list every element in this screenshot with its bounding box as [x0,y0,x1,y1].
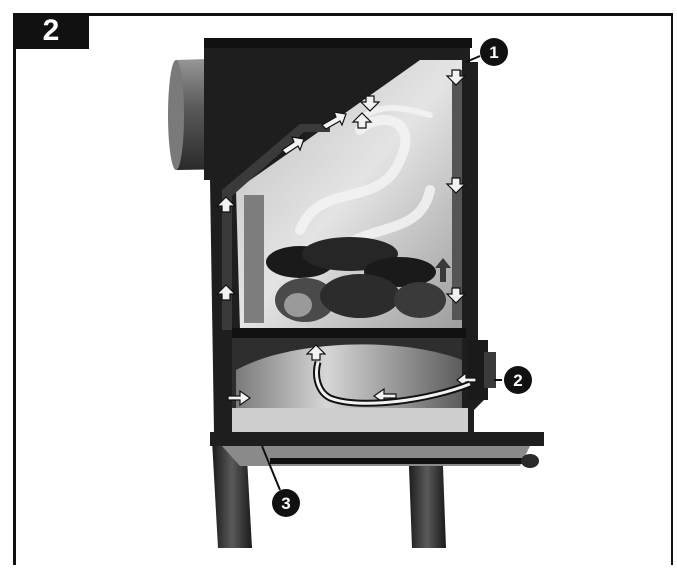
callout-3: 3 [272,489,300,517]
callout-1-label: 1 [489,43,498,62]
primary-air-control [468,340,496,400]
airflow-arrows [215,69,477,407]
stove-legs [212,440,446,548]
callout-leaders [261,55,502,491]
callout-2: 2 [504,366,532,394]
figure-number-badge: 2 [13,13,89,49]
firebox-floor [232,328,466,338]
callout-3-label: 3 [281,494,290,513]
ash-drawer [210,432,544,468]
burning-logs [266,237,446,322]
callout-1: 1 [480,38,508,66]
callout-2-label: 2 [513,371,522,390]
ash-chamber [232,338,468,432]
heat-rise-arrow [435,258,451,282]
primary-air-path-highlight [315,361,471,405]
